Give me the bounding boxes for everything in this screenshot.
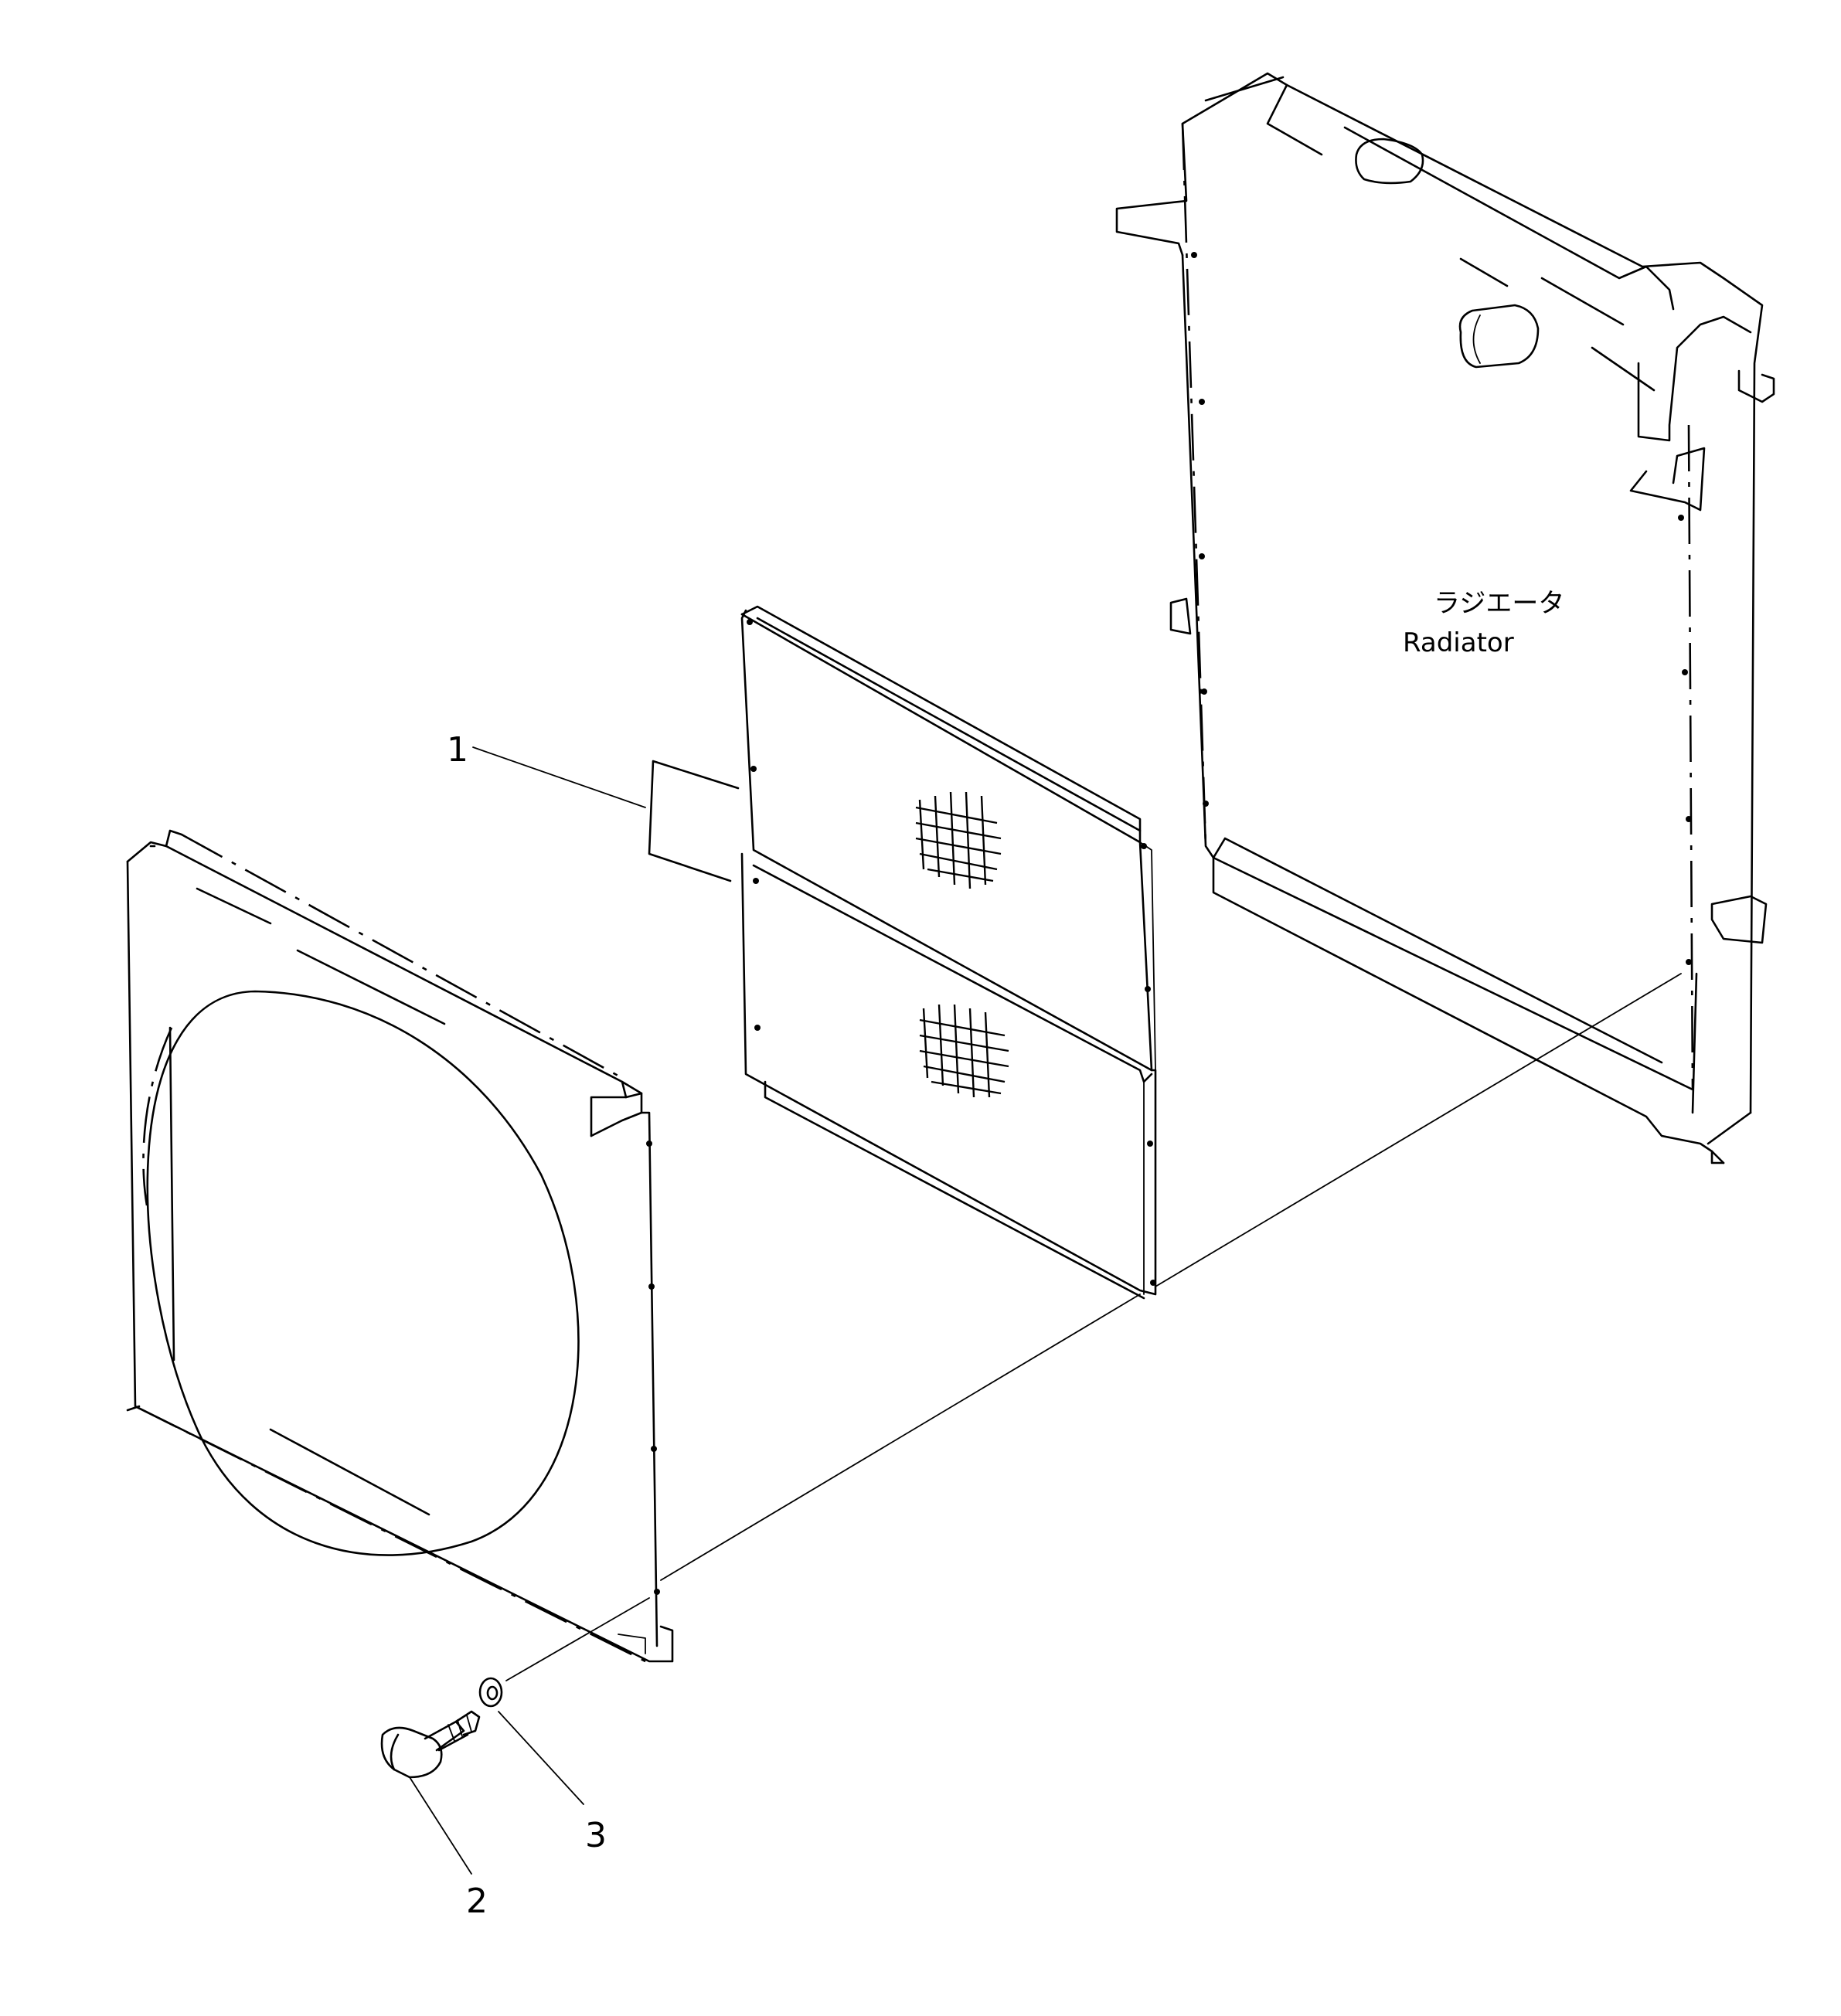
callout-2-number: 2: [466, 1882, 488, 1921]
callout-3-number: 3: [585, 1816, 607, 1855]
radiator: ラジエータ Radiator: [1115, 72, 1775, 1164]
part-1-plate: [648, 760, 740, 882]
alignment-lines: [505, 973, 1682, 1681]
washer: [478, 1677, 503, 1708]
screen-panels: [648, 605, 1157, 1300]
fan-shroud: [126, 829, 674, 1667]
callout-1: 1: [447, 730, 646, 808]
mesh-lower: [919, 1004, 1009, 1098]
callout-3: 3: [498, 1711, 607, 1855]
callout-2: 2: [409, 1776, 488, 1921]
callout-1-number: 1: [447, 730, 468, 770]
mesh-upper: [915, 791, 1002, 889]
radiator-label-english: Radiator: [1403, 627, 1514, 658]
bolt: [380, 1710, 481, 1779]
radiator-label-japanese: ラジエータ: [1434, 588, 1564, 619]
